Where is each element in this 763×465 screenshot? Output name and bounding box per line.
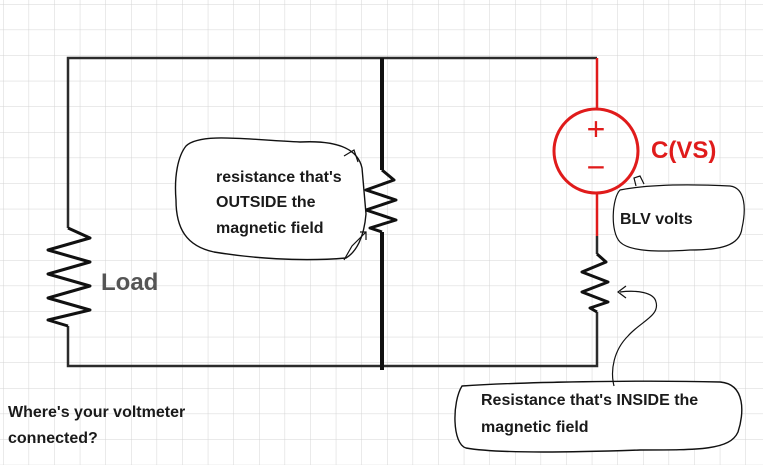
top-left-wire [66, 56, 597, 228]
load-resistor [46, 226, 92, 328]
bottom-wire [66, 312, 599, 368]
voltage-source-circle [552, 107, 640, 195]
outside-text-2: OUTSIDE the [216, 194, 316, 211]
blv-callout-blob [612, 184, 745, 252]
inside-text-2: magnetic field [481, 419, 589, 436]
inside-arrow [611, 285, 658, 387]
outside-resistor [364, 168, 398, 234]
blv-label: BLV volts [620, 211, 693, 228]
blv-pointer [633, 175, 645, 187]
outside-blob-tail [343, 149, 359, 163]
outside-callout-blob [174, 137, 367, 261]
question-text-2: connected? [8, 430, 98, 447]
wires [66, 56, 599, 368]
minus-sign: − [587, 149, 606, 185]
inside-callout-blob [454, 380, 743, 453]
source-label: C(VS) [651, 137, 716, 164]
outside-text-3: magnetic field [216, 220, 324, 237]
question-text-1: Where's your voltmeter [8, 404, 185, 421]
plus-sign: + [587, 111, 606, 147]
outside-text-1: resistance that's [216, 169, 342, 186]
inside-text-1: Resistance that's INSIDE the [481, 392, 698, 409]
inside-resistor [580, 252, 610, 314]
load-label: Load [101, 269, 158, 296]
outside-arrow [343, 231, 367, 261]
